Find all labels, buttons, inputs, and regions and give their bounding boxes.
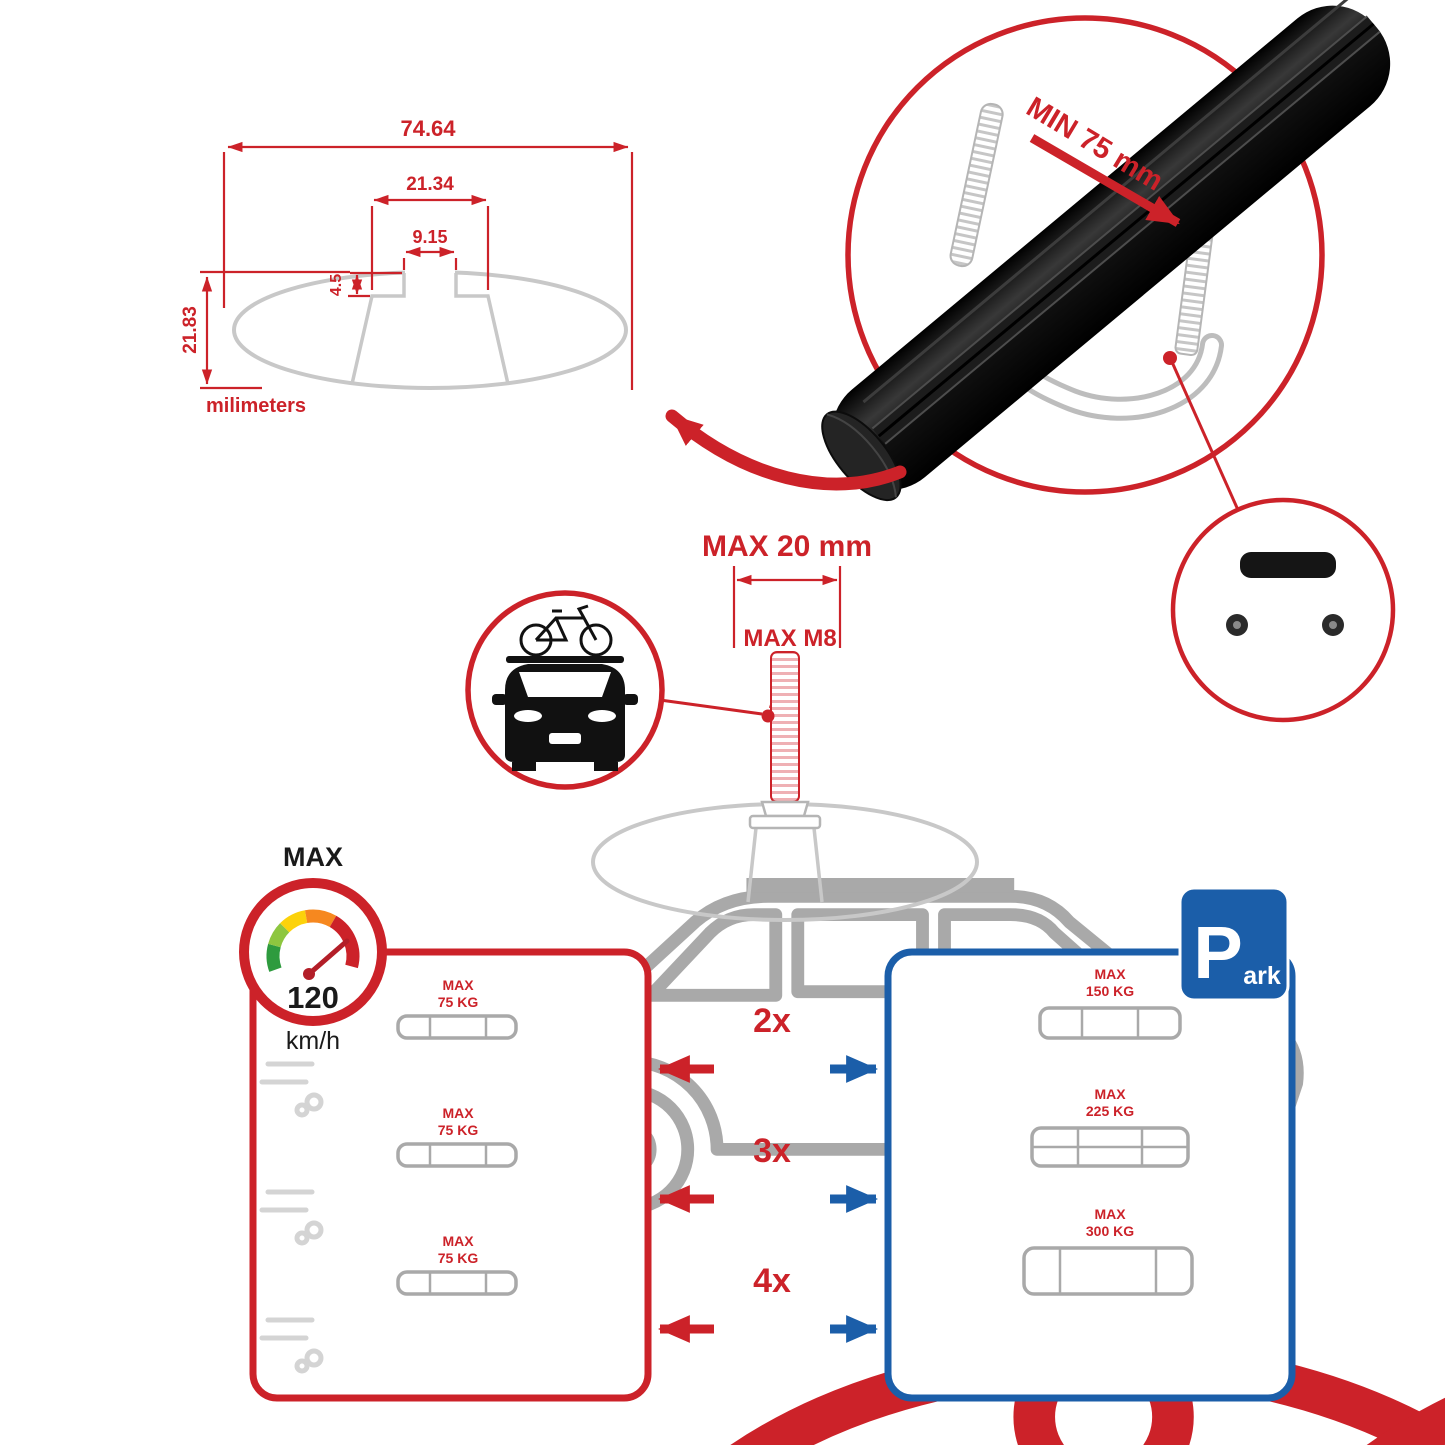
closeup-circle [845,15,1325,495]
speed-circle [239,878,387,1026]
roof-cargo [396,1142,518,1168]
multiplier-label: 4x [753,1262,791,1300]
roof-cargo [1038,1006,1182,1040]
suv-circle [1170,497,1396,723]
moving-car-row-2: MAX 75 KG [259,1105,1445,1445]
multiplier-column: 2x 3x 4x [657,1002,879,1343]
bike-icon [519,604,613,657]
speed-max-label: MAX [283,842,343,872]
roof-cargo [396,1270,518,1296]
roof-rack-bar [506,656,624,663]
moving-panel-frame [249,948,652,1402]
dome-weight: 225 KG [1086,1103,1134,1119]
park-suffix: ark [1243,962,1281,990]
slot-opening-mask [405,266,455,276]
gauge-needle [306,938,350,977]
park-sign: P ark [1178,886,1290,1002]
profile-dimension-diagram: 74.64 21.34 9.15 4.5 21.83 milimeters [180,116,634,417]
multiplier-row-3: 4x [657,1262,879,1343]
gauge-arc [266,909,360,972]
bolt-shaft [770,651,800,803]
bolt-pointer-dot [761,709,775,723]
parked-load-panel: MAX 150 KG MAX 225 KG MAX 300 KG P ark [884,886,1445,1445]
max-length-label: MAX 20 mm [702,530,872,563]
dim-slot-width: 9.15 [412,227,447,247]
moving-load-panel: MAX 75 KG MAX 75 KG MAX 75 KG [249,948,1445,1445]
bike-car-circle [465,590,763,790]
speed-value: 120 [287,980,339,1015]
dome-weight: 75 KG [438,1122,479,1138]
endview-channel [746,827,824,903]
parked-car-row-1: MAX 150 KG [1038,966,1445,1445]
roof-box [1240,552,1336,578]
crossbar-profile-outline [232,270,628,390]
dim-flange-width: 21.34 [406,174,454,195]
bolt-flange [748,814,822,830]
dome-max-label: MAX [1094,966,1126,982]
dome-weight: 75 KG [438,1250,479,1266]
dome-max-label: MAX [442,1233,474,1249]
min-length-arrow [1029,134,1181,227]
u-bolt-left-rod [949,102,1004,268]
car-front-icon [492,664,638,771]
multiplier-row-2: 3x [657,1132,879,1213]
dome-max-label: MAX [1094,1086,1126,1102]
units-label: milimeters [206,395,306,417]
multiplier-row-1: 2x [657,1002,879,1083]
dim-total-width: 74.64 [400,116,456,141]
dome-weight: 75 KG [438,994,479,1010]
dome-weight: 300 KG [1086,1223,1134,1239]
bolt-detail: MAX 20 mm MAX M8 [591,530,979,922]
multiplier-label: 3x [753,1132,791,1170]
dome-weight: 150 KG [1086,983,1134,999]
max-thread-label: MAX M8 [743,625,836,652]
speed-limit-badge: MAX 120 km/h [239,842,387,1055]
multiplier-label: 2x [753,1002,791,1040]
speed-units: km/h [286,1027,340,1055]
pointer-dot [1163,351,1177,365]
dome-max-label: MAX [442,977,474,993]
arrow-to-diagram [665,409,907,491]
crossbar-closeup: MIN 75 mm [665,0,1391,511]
bolt-head [760,800,810,818]
moving-car-row-1: MAX 75 KG [259,977,1445,1445]
moving-car-row-3: MAX 75 KG [259,1233,518,1374]
parked-car-row-3: MAX 300 KG [1022,1206,1194,1296]
roof-cargo [396,1014,518,1040]
crossbar-render [821,0,1391,502]
parked-car-row-2: MAX 225 KG [1030,1086,1445,1445]
link-to-suv [1170,361,1240,511]
park-sign-board [1178,886,1290,1002]
dim-slot-depth: 4.5 [328,274,345,296]
circle-leader [659,698,763,716]
t-slot-channel [350,273,510,385]
dim-height: 21.83 [180,306,201,354]
roof-cargo [1022,1246,1194,1296]
park-letter: P [1193,911,1242,994]
dome-max-label: MAX [442,1105,474,1121]
suv-roofbox-circle [460,497,1396,1208]
dome-max-label: MAX [1094,1206,1126,1222]
gauge-pivot [303,968,315,980]
